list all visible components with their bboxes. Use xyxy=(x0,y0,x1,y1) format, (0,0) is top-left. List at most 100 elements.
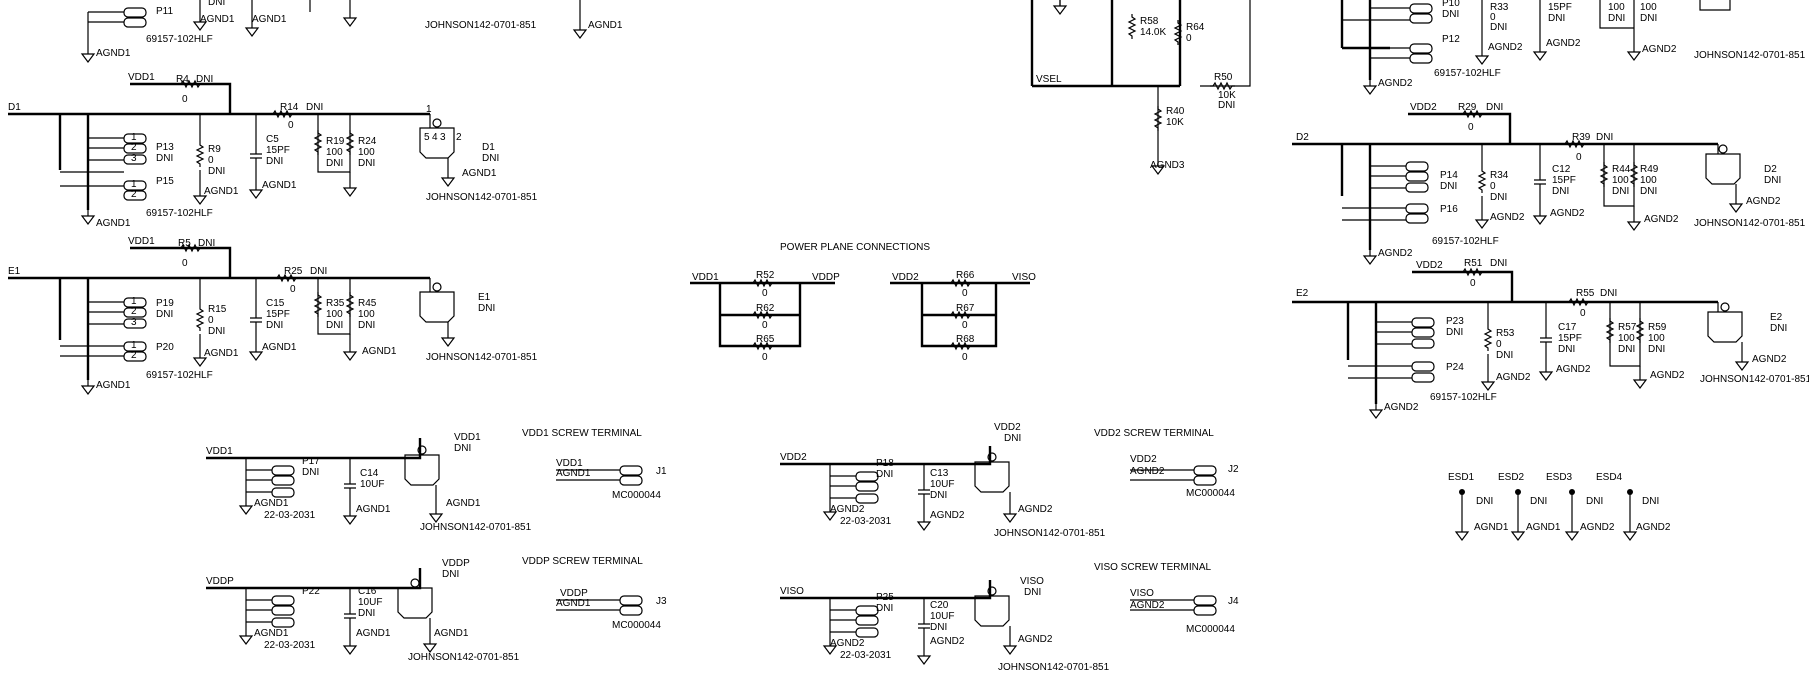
label: VDD2 xyxy=(1130,454,1157,465)
label: DNI xyxy=(326,158,343,169)
label: J1 xyxy=(656,466,667,477)
label: DNI xyxy=(1442,9,1459,20)
label: DNI xyxy=(1640,186,1657,197)
label: 100 xyxy=(1612,175,1629,186)
label: DNI xyxy=(1004,433,1021,444)
label: AGND1 xyxy=(200,14,235,25)
label: 100 xyxy=(1640,175,1657,186)
label: P14 xyxy=(1440,170,1458,181)
pin-number: 1 xyxy=(131,340,137,351)
label: MC000044 xyxy=(612,490,661,501)
label: 14.0K xyxy=(1140,27,1166,38)
label: 0 xyxy=(1580,308,1586,319)
label: R34 xyxy=(1490,170,1509,181)
label: MC000044 xyxy=(612,620,661,631)
label: R9 xyxy=(208,144,221,155)
label: AGND2 xyxy=(1490,212,1525,223)
label: AGND1 xyxy=(96,48,131,59)
label: DNI xyxy=(1642,496,1659,507)
label: P20 xyxy=(156,342,174,353)
label: R53 xyxy=(1496,328,1515,339)
label: 100 xyxy=(326,309,343,320)
label: DNI xyxy=(1586,496,1603,507)
label: DNI xyxy=(1548,13,1565,24)
label: 0 xyxy=(962,320,968,331)
label: AGND2 xyxy=(830,504,865,515)
label: R50 xyxy=(1214,72,1233,83)
label: JOHNSON142-0701-851 xyxy=(408,652,520,663)
label: DNI xyxy=(266,156,283,167)
section-title: POWER PLANE CONNECTIONS xyxy=(780,242,930,253)
pin-number: 1 xyxy=(131,132,137,143)
label: R15 xyxy=(208,304,227,315)
label: DNI xyxy=(1648,344,1665,355)
label: 100 xyxy=(1640,2,1657,13)
label: VDD1 xyxy=(692,272,719,283)
label: 100 xyxy=(358,147,375,158)
label: 10UF xyxy=(358,597,382,608)
label: 10UF xyxy=(930,479,954,490)
pin-number: 3 xyxy=(440,132,446,143)
label: ESD2 xyxy=(1498,472,1525,483)
label: DNI xyxy=(1640,13,1657,24)
label: DNI xyxy=(156,309,173,320)
pin-number: 1 xyxy=(426,104,432,115)
label: DNI xyxy=(1600,288,1617,299)
label: VDD1 xyxy=(128,236,155,247)
label: JOHNSON142-0701-851 xyxy=(1694,50,1806,61)
label: C13 xyxy=(930,468,949,479)
label: 0 xyxy=(962,352,968,363)
label: R24 xyxy=(358,136,377,147)
label: AGND1 xyxy=(254,498,289,509)
label: AGND1 xyxy=(204,348,239,359)
label: AGND1 xyxy=(96,380,131,391)
label: AGND2 xyxy=(830,638,865,649)
label: JOHNSON142-0701-851 xyxy=(420,522,532,533)
label: P16 xyxy=(1440,204,1458,215)
label: DNI xyxy=(306,102,323,113)
label: R68 xyxy=(956,334,975,345)
label: R44 xyxy=(1612,164,1631,175)
label: AGND1 xyxy=(262,180,297,191)
label: VDDP xyxy=(560,588,588,599)
pin-numbers: 1 2 3 1 2 1 2 3 1 2 5 4 3 2 1 xyxy=(131,104,462,361)
label: ESD3 xyxy=(1546,472,1573,483)
label: AGND2 xyxy=(1636,522,1671,533)
label: AGND1 xyxy=(556,598,591,609)
pin-number: 2 xyxy=(131,189,137,200)
label: J3 xyxy=(656,596,667,607)
label: 69157-102HLF xyxy=(1434,68,1501,79)
label: DNI xyxy=(1612,186,1629,197)
label: DNI xyxy=(208,326,225,337)
label: R57 xyxy=(1618,322,1637,333)
pin-number: 3 xyxy=(131,153,137,164)
label: AGND2 xyxy=(1018,634,1053,645)
label: 69157-102HLF xyxy=(1432,236,1499,247)
section-title: VISO SCREW TERMINAL xyxy=(1094,562,1211,573)
label: D1 xyxy=(8,102,21,113)
label: R62 xyxy=(756,303,775,314)
label: JOHNSON142-0701-851 xyxy=(426,192,538,203)
label: AGND1 xyxy=(356,628,391,639)
label: MC000044 xyxy=(1186,488,1235,499)
label: D1 xyxy=(482,142,495,153)
pin-number: 4 xyxy=(432,132,438,143)
label: DNI xyxy=(1490,22,1507,33)
label: R52 xyxy=(756,270,775,281)
label: VDD2 xyxy=(780,452,807,463)
label: R58 xyxy=(1140,16,1159,27)
label: C15 xyxy=(266,298,285,309)
label: 100 xyxy=(1608,2,1625,13)
label: AGND2 xyxy=(1650,370,1685,381)
label: DNI xyxy=(1530,496,1547,507)
label: JOHNSON142-0701-851 xyxy=(426,352,538,363)
label: 100 xyxy=(326,147,343,158)
label: AGND1 xyxy=(434,628,469,639)
label: R19 xyxy=(326,136,345,147)
label: AGND2 xyxy=(1130,600,1165,611)
label: 0 xyxy=(182,258,188,269)
label: DNI xyxy=(1446,327,1463,338)
label: AGND2 xyxy=(1378,78,1413,89)
label: AGND1 xyxy=(356,504,391,515)
label: DNI xyxy=(1596,132,1613,143)
